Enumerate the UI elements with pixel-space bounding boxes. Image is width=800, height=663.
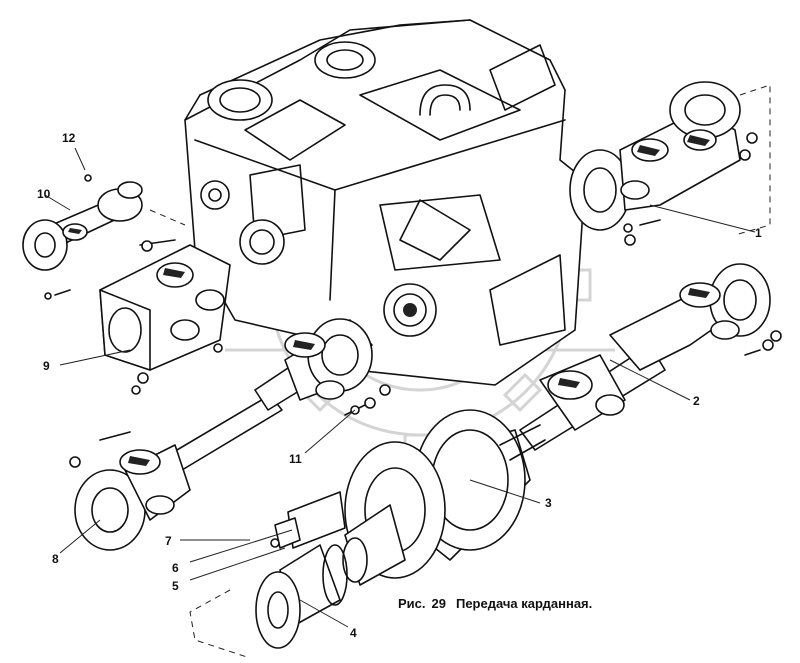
assembly-guide-lines [149, 84, 771, 659]
callout-8: 8 [52, 552, 59, 566]
callout-7: 7 [165, 534, 172, 548]
part-5-6-plates [270, 491, 346, 549]
callout-4: 4 [350, 626, 357, 640]
leader-lines [44, 147, 756, 628]
part-4-flange-cover [255, 544, 348, 649]
callout-2: 2 [693, 394, 700, 408]
part-11-bolt [344, 397, 376, 416]
callout-6: 6 [172, 561, 179, 575]
callout-9: 9 [43, 359, 50, 373]
part-callouts: 1 2 3 4 5 6 7 8 9 10 11 12 [37, 131, 762, 640]
caption-title: Передача карданная. [456, 596, 592, 611]
part-1-universal-joint [569, 81, 758, 246]
caption-number: 29 [432, 596, 446, 611]
part-8-propeller-shaft [69, 318, 391, 551]
part-2-rear-shaft [519, 263, 782, 451]
caption-prefix: Рис. [398, 596, 426, 611]
part-10-small-cardan-shaft [22, 174, 143, 300]
gearbox-housing [184, 19, 586, 386]
part-3-brake-drum [342, 409, 546, 586]
callout-12: 12 [62, 131, 76, 145]
figure-caption: Рис. 29 Передача карданная. [398, 596, 592, 611]
callout-5: 5 [172, 579, 179, 593]
part-9-flange-yoke [99, 239, 231, 395]
callout-10: 10 [37, 187, 51, 201]
callout-3: 3 [545, 496, 552, 510]
callout-11: 11 [289, 452, 302, 466]
callout-1: 1 [755, 226, 762, 240]
